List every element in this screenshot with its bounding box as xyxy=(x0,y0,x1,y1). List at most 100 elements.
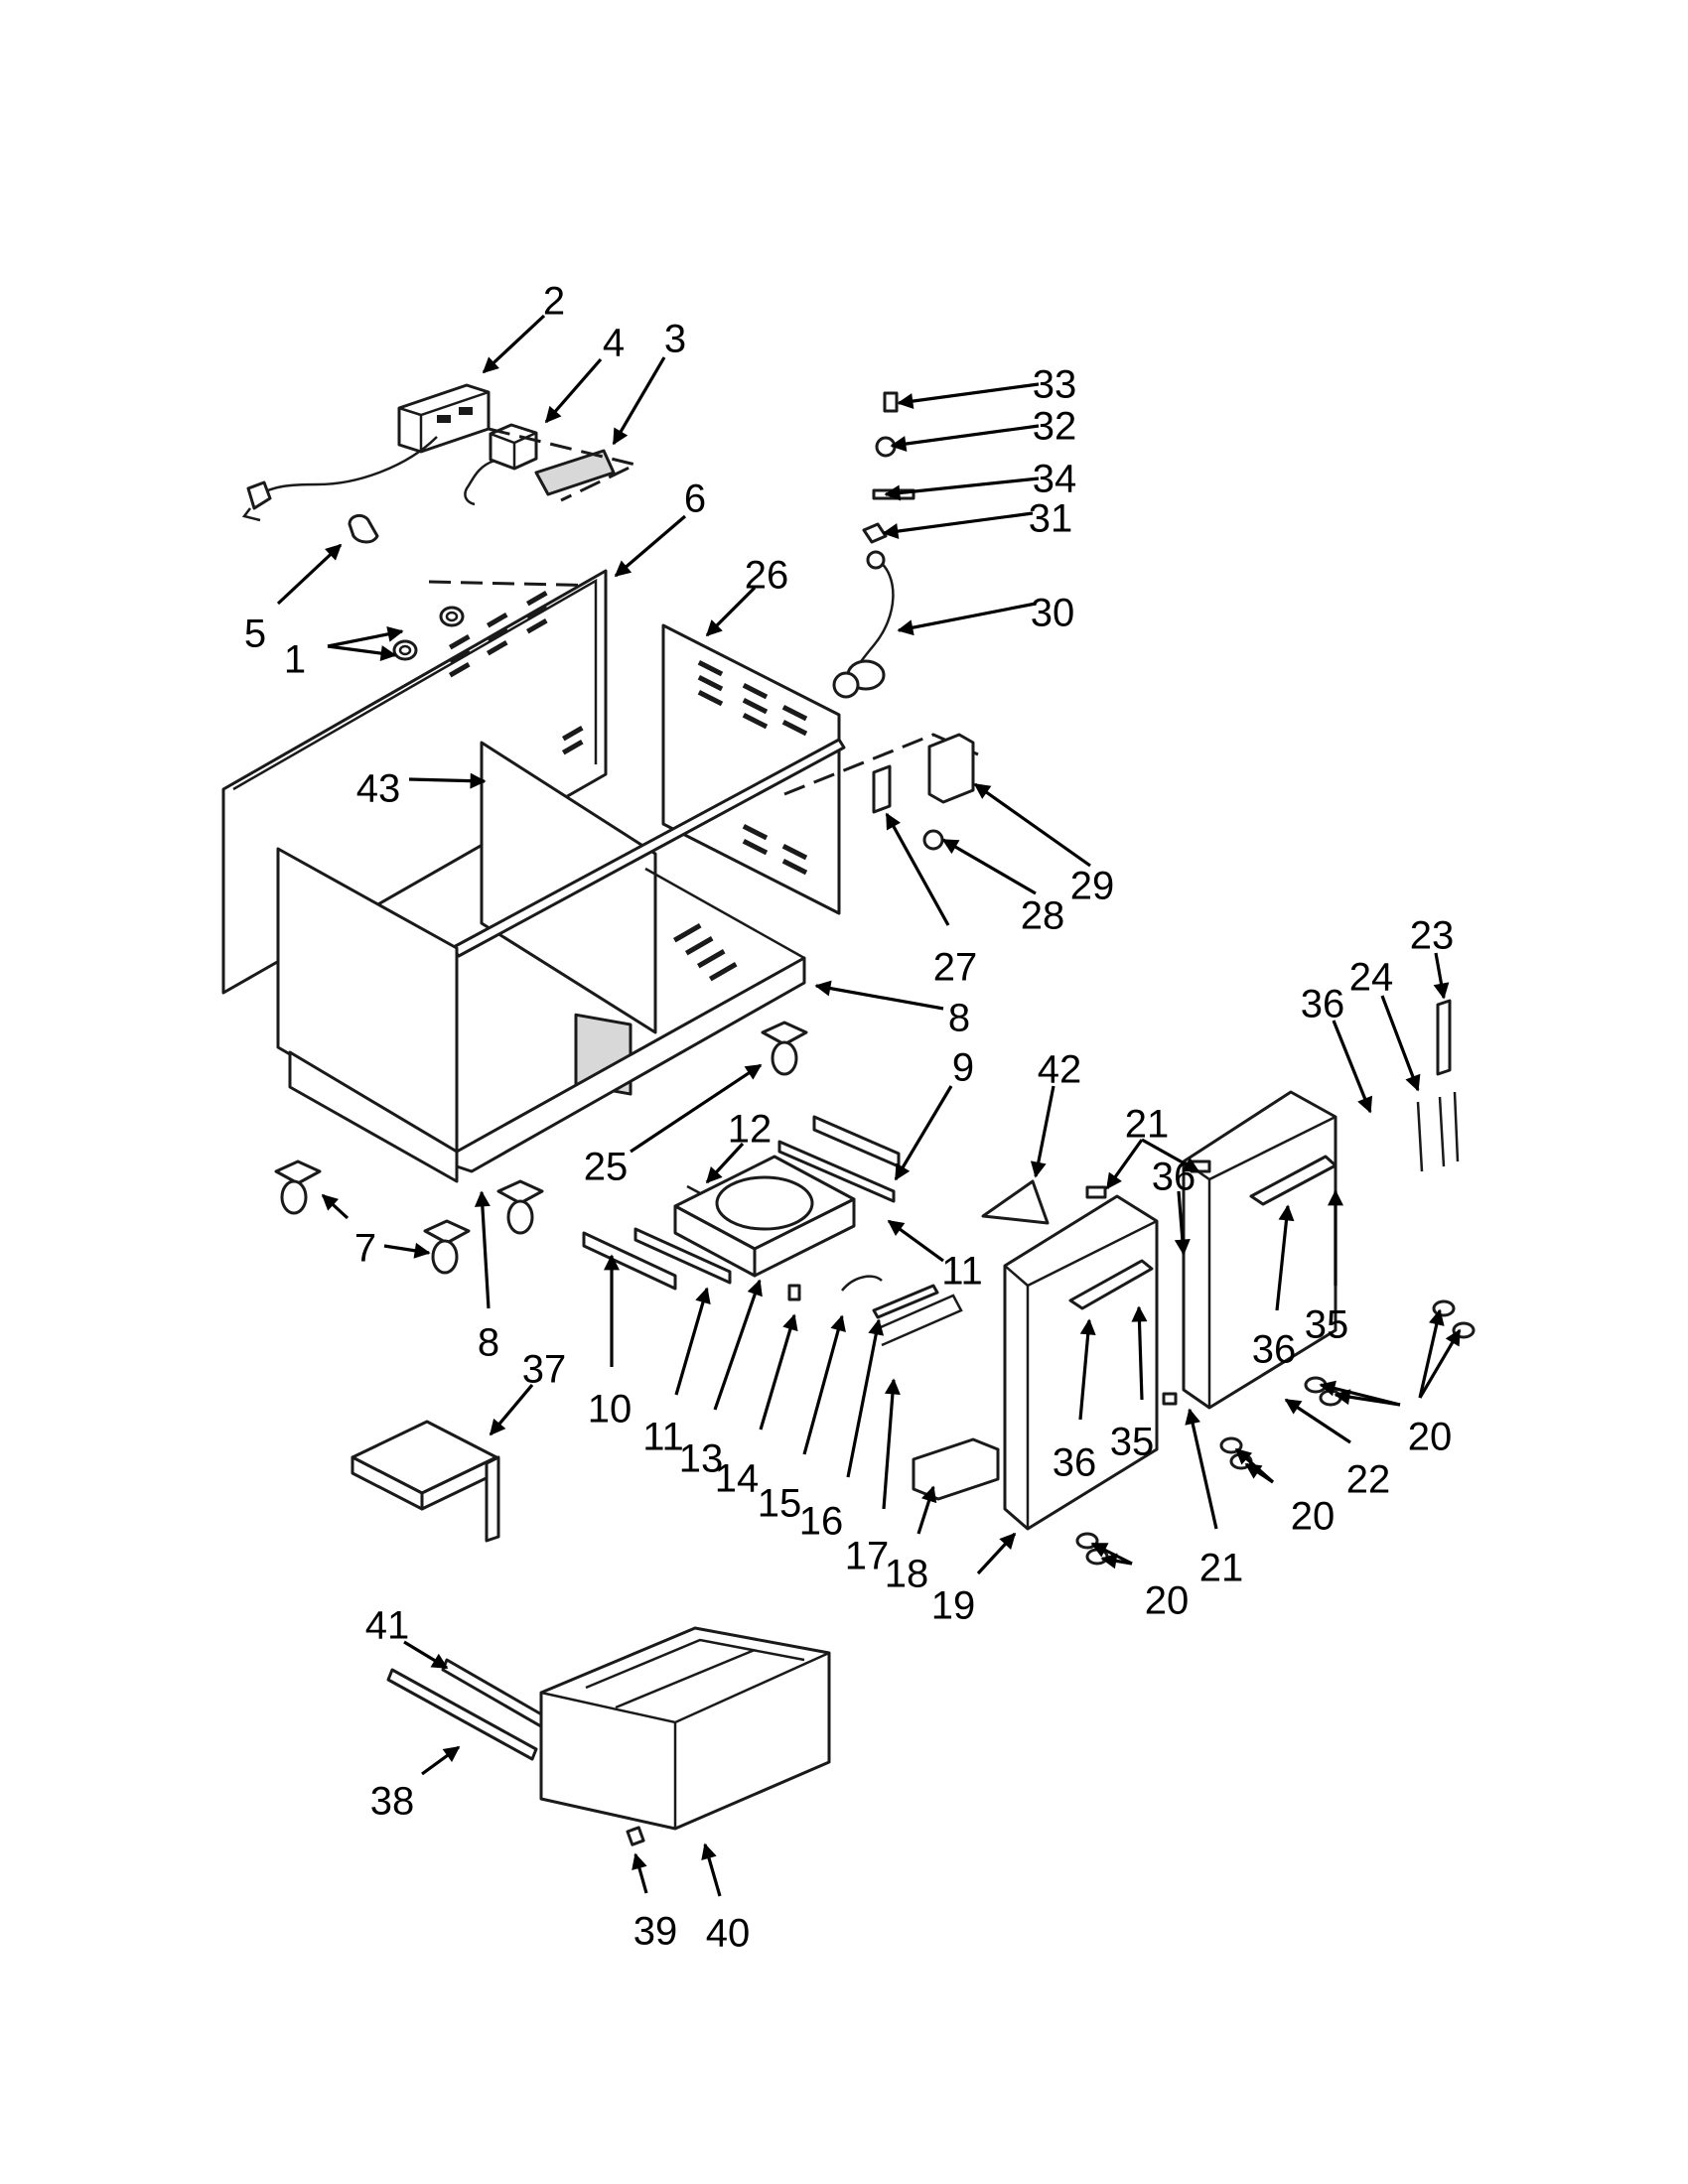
leader-arrow xyxy=(890,424,1040,452)
callout-number: 21 xyxy=(1199,1547,1244,1590)
leader-arrow xyxy=(882,511,1034,540)
callout-number: 36 xyxy=(1053,1441,1097,1485)
callout-number: 23 xyxy=(1410,914,1455,958)
callout-number: 22 xyxy=(1346,1458,1391,1502)
electrical-box xyxy=(397,383,491,454)
callout-5: 5 xyxy=(244,543,343,656)
callout-number: 30 xyxy=(1031,592,1075,635)
drawer-40 xyxy=(539,1626,831,1831)
callout-21: 21 xyxy=(1105,1103,1200,1190)
leader-arrow xyxy=(408,772,487,789)
callout-number: 11 xyxy=(642,1416,684,1459)
leader-arrow xyxy=(1141,1138,1200,1173)
callout-16: 16 xyxy=(799,1318,885,1544)
callout-36: 36 xyxy=(1053,1318,1097,1485)
caster-rear-center xyxy=(496,1179,544,1235)
callout-1: 1 xyxy=(284,625,404,682)
rod-15 xyxy=(841,1275,883,1292)
leader-arrow xyxy=(489,1383,534,1436)
leader-arrow xyxy=(383,1242,431,1259)
callout-number: 37 xyxy=(522,1348,567,1392)
leader-arrow xyxy=(327,625,404,648)
callout-20: 20 xyxy=(1090,1542,1190,1623)
callout-labels: 1234567889101111121314151617181920202021… xyxy=(244,280,1462,1956)
callout-41: 41 xyxy=(365,1604,449,1670)
callout-number: 17 xyxy=(845,1535,890,1578)
callout-36: 36 xyxy=(1152,1156,1196,1256)
callout-36: 36 xyxy=(1252,1204,1297,1372)
leader-arrow xyxy=(612,356,666,446)
callout-10: 10 xyxy=(588,1254,632,1432)
callout-number: 35 xyxy=(1110,1421,1155,1464)
callout-number: 2 xyxy=(543,280,565,324)
callout-number: 25 xyxy=(584,1146,629,1189)
callout-22: 22 xyxy=(1284,1398,1391,1502)
rail-11-lower xyxy=(633,1227,732,1285)
callout-42: 42 xyxy=(1030,1048,1082,1178)
callout-29: 29 xyxy=(973,782,1115,908)
callout-19: 19 xyxy=(931,1532,1017,1628)
callout-number: 36 xyxy=(1252,1328,1297,1372)
callout-number: 5 xyxy=(244,613,266,656)
callout-30: 30 xyxy=(897,592,1075,636)
callout-number: 27 xyxy=(933,946,978,990)
power-cord xyxy=(259,436,438,496)
leader-arrow xyxy=(1332,1020,1373,1114)
callout-number: 35 xyxy=(1305,1303,1349,1347)
bar-16 xyxy=(872,1284,939,1319)
callout-27: 27 xyxy=(885,812,978,990)
callout-20: 20 xyxy=(1319,1308,1462,1459)
callout-number: 20 xyxy=(1145,1579,1190,1623)
callout-number: 40 xyxy=(706,1912,751,1956)
hinge-21-upper-left xyxy=(1085,1185,1107,1199)
leader-arrow xyxy=(482,314,546,374)
callout-20: 20 xyxy=(1234,1447,1335,1539)
leader-arrow xyxy=(814,980,944,1011)
leader-arrow xyxy=(976,1532,1017,1575)
drip-tray-18 xyxy=(912,1437,1000,1501)
callout-37: 37 xyxy=(489,1348,567,1436)
handle-left xyxy=(1068,1259,1154,1310)
parts-layer xyxy=(221,383,1476,1846)
callout-number: 7 xyxy=(354,1227,376,1271)
callout-number: 9 xyxy=(952,1046,974,1090)
leader-arrow xyxy=(321,1193,350,1220)
bracket-33 xyxy=(883,391,899,413)
leader-arrow xyxy=(1433,952,1450,1000)
leader-arrow xyxy=(941,838,1037,895)
leader-arrow xyxy=(1131,1305,1148,1401)
burner-tray-13 xyxy=(673,1155,856,1278)
callout-number: 31 xyxy=(1029,497,1073,541)
leader-arrow xyxy=(1030,1085,1055,1178)
callout-number: 42 xyxy=(1038,1048,1082,1092)
leader-arrow xyxy=(1418,1308,1445,1399)
leader-arrow xyxy=(882,1378,901,1510)
callout-38: 38 xyxy=(370,1745,461,1824)
callout-number: 38 xyxy=(370,1780,415,1824)
leader-arrow xyxy=(701,1843,722,1897)
handle-right xyxy=(1249,1155,1337,1206)
channel-10 xyxy=(582,1231,677,1291)
callout-number: 29 xyxy=(1070,865,1115,908)
callout-3: 3 xyxy=(612,318,686,446)
callout-7: 7 xyxy=(321,1193,431,1271)
callout-21: 21 xyxy=(1185,1408,1244,1590)
leader-arrow xyxy=(632,1852,648,1894)
grommet-lower xyxy=(392,639,418,661)
callout-35: 35 xyxy=(1305,1189,1349,1347)
leader-arrow xyxy=(630,1063,763,1154)
callout-number: 36 xyxy=(1152,1156,1196,1199)
callout-2: 2 xyxy=(482,280,565,374)
callout-26: 26 xyxy=(705,554,789,637)
leader-arrow xyxy=(1100,1553,1133,1570)
leader-arrow xyxy=(887,1219,944,1263)
callout-number: 8 xyxy=(478,1321,499,1365)
hinge-21-lower xyxy=(1162,1392,1178,1406)
leader-arrow xyxy=(884,477,1040,501)
callout-number: 41 xyxy=(365,1604,410,1648)
leader-arrow xyxy=(1185,1408,1218,1530)
callout-8: 8 xyxy=(474,1190,499,1365)
callout-9: 9 xyxy=(894,1046,974,1181)
callout-number: 26 xyxy=(745,554,789,598)
